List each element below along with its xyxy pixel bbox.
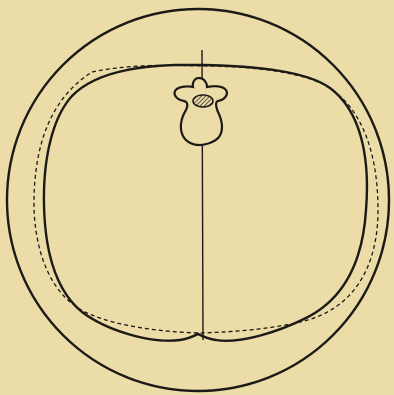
vertebra-icon [175, 78, 227, 145]
hatched-centrum [193, 95, 213, 107]
